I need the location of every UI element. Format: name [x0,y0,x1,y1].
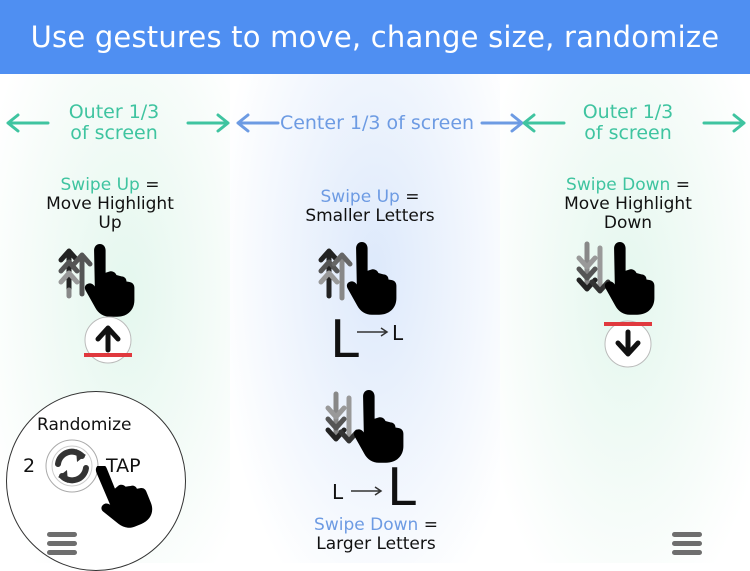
page-title: Use gestures to move, change size, rando… [30,20,720,54]
right-gesture-description: Swipe Down = Move Highlight Down [564,175,692,233]
swipe-up-icon [318,242,397,315]
menu-icon[interactable] [47,532,77,556]
right-arrow-icon [702,113,746,133]
tap-label: TAP [106,455,141,477]
center-top-gesture-description: Swipe Up = Smaller Letters [305,187,435,226]
right-arrow-icon [351,486,383,496]
randomize-icon[interactable] [44,438,100,494]
menu-icon[interactable] [672,532,702,556]
left-zone-label: Outer 1/3 of screen [68,101,160,144]
highlight-up-icon [84,316,132,364]
right-arrow-icon [357,327,389,337]
center-zone-label: Center 1/3 of screen [279,112,475,134]
left-arrow-icon [6,113,50,133]
randomize-label: Randomize [37,415,132,435]
left-gesture-description: Swipe Up = Move Highlight Up [46,175,174,233]
header-bar: Use gestures to move, change size, rando… [0,0,750,74]
right-zone-label: Outer 1/3 of screen [582,101,674,144]
center-zone-background [230,74,520,563]
hand-pointer-icon [85,466,157,536]
small-letter: L [332,480,344,504]
randomize-panel[interactable] [6,391,186,571]
small-letter: L [392,321,404,345]
highlight-down-icon [604,320,652,368]
swipe-up-icon [58,244,135,317]
right-arrow-icon [480,113,524,133]
big-letter: L [387,458,416,518]
big-letter: L [330,310,359,370]
swipe-down-icon [325,390,404,463]
tap-count-label: 2 [23,455,36,477]
left-arrow-icon [522,113,566,133]
swipe-down-icon [576,241,655,315]
center-bottom-gesture-description: Swipe Down = Larger Letters [314,515,438,554]
left-arrow-icon [236,113,280,133]
right-arrow-icon [186,113,230,133]
right-zone-background [500,74,750,563]
